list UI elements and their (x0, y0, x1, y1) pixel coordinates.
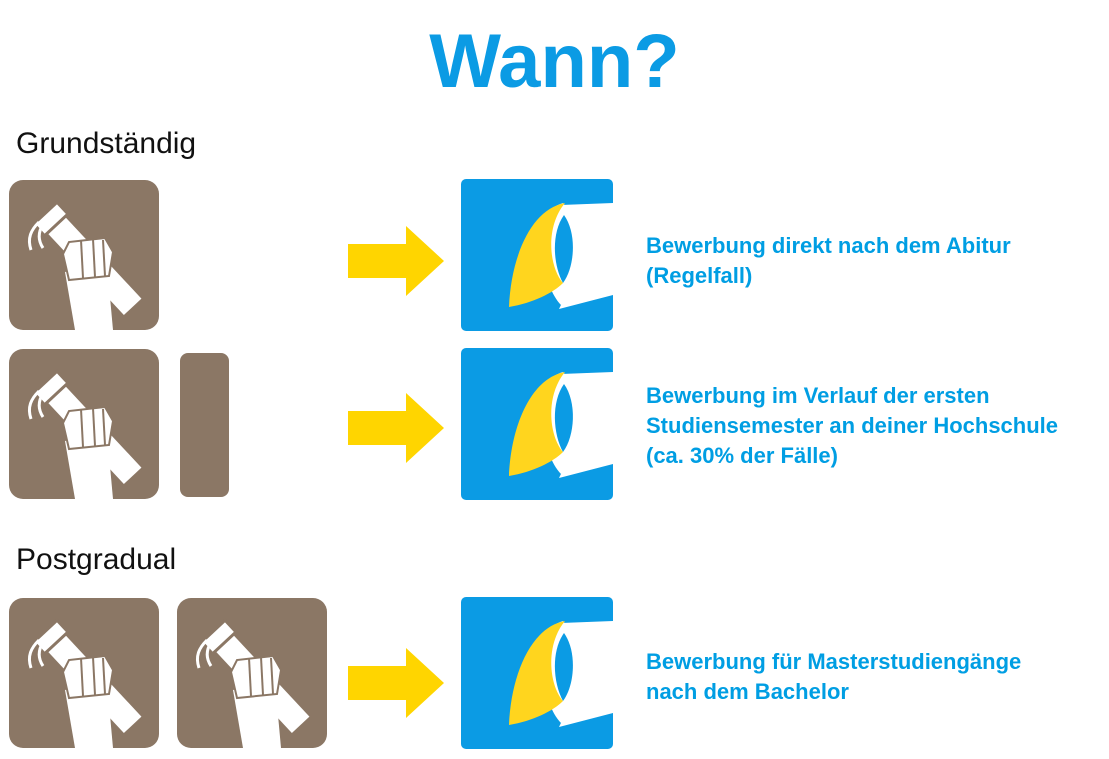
description-line: Studiensemester an deiner Hochschule (646, 413, 1059, 438)
description-master-after-bachelor: Bewerbung für Masterstudiengänge nach de… (646, 647, 1021, 707)
eye-logo-icon (461, 348, 613, 500)
diploma-hand-icon (177, 598, 327, 748)
description-line: Bewerbung für Masterstudiengänge (646, 649, 1022, 674)
description-line: Bewerbung im Verlauf der ersten (646, 383, 990, 408)
page-title: Wann? (429, 19, 680, 104)
arrow-right-icon (348, 648, 444, 718)
arrow-right-icon (348, 393, 444, 463)
eye-logo-icon (461, 179, 613, 331)
eye-logo-icon (461, 597, 613, 749)
description-line: (ca. 30% der Fälle) (646, 443, 838, 468)
diploma-hand-icon (9, 180, 159, 330)
section-label-postgradual: Postgradual (16, 543, 177, 576)
description-direct-after-abitur: Bewerbung direkt nach dem Abitur (Regelf… (646, 231, 1011, 291)
arrow-right-icon (348, 226, 444, 296)
diploma-hand-icon (9, 349, 159, 499)
diploma-hand-icon (9, 598, 159, 748)
description-line: nach dem Bachelor (646, 679, 849, 704)
description-line: Bewerbung direkt nach dem Abitur (646, 233, 1011, 258)
section-label-grundstaendig: Grundständig (16, 127, 197, 160)
description-during-semesters: Bewerbung im Verlauf der ersten Studiens… (646, 381, 1058, 471)
description-line: (Regelfall) (646, 263, 753, 288)
semester-bar-icon (180, 353, 229, 497)
